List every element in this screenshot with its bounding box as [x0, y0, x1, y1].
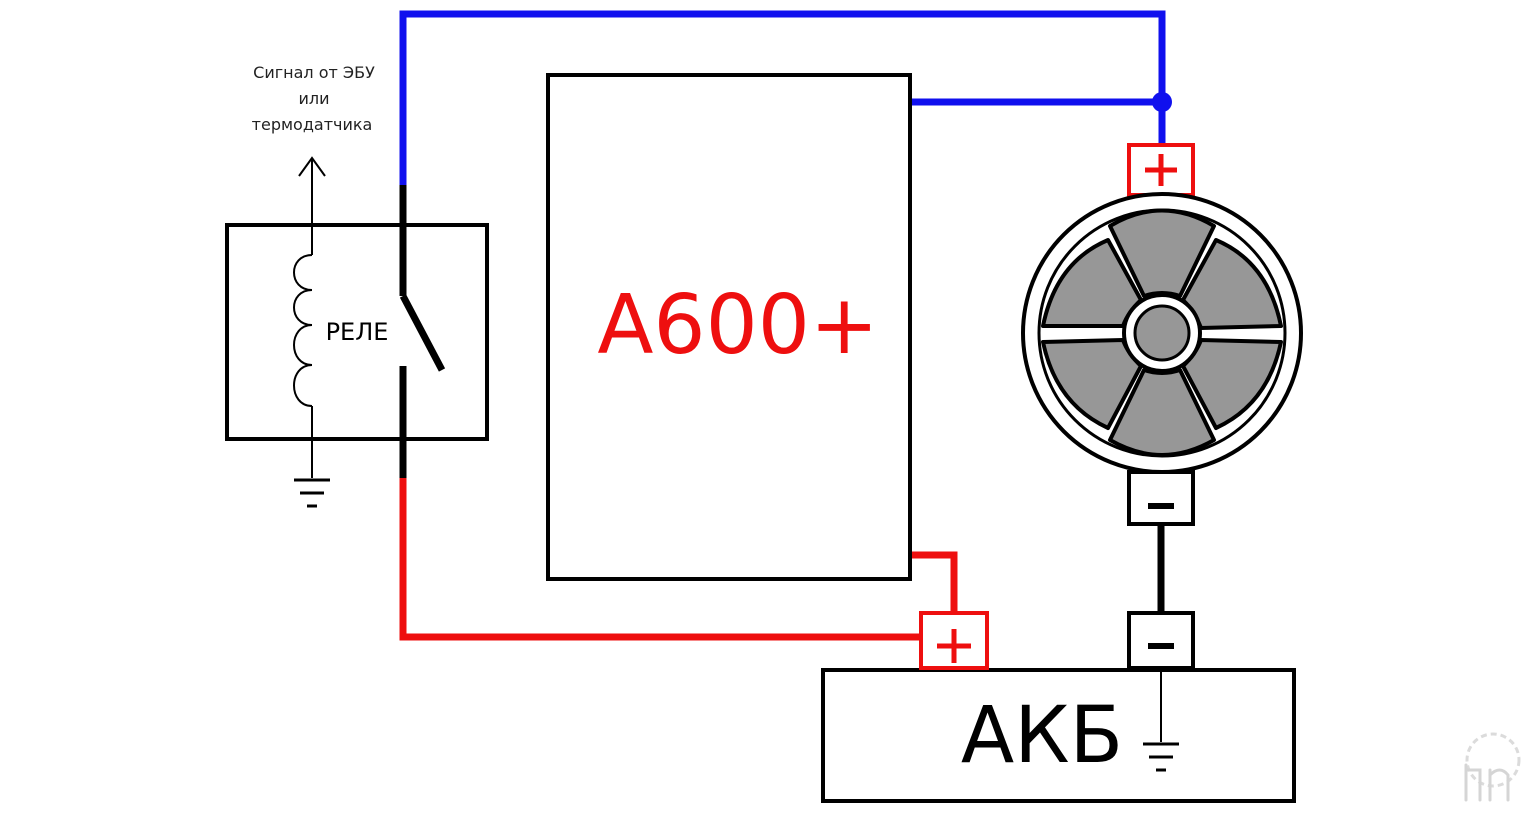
a600-label: A600+	[597, 278, 878, 373]
battery-label: АКБ	[961, 691, 1123, 781]
red-wire-a600-to-battery	[907, 551, 958, 617]
wire-junction-dot	[1152, 92, 1172, 112]
relay-label: РЕЛЕ	[326, 318, 389, 346]
battery-box	[821, 668, 1296, 803]
relay-box	[225, 223, 489, 441]
blue-wire-relay-to-fan	[399, 10, 1166, 189]
ground-icon	[1143, 742, 1179, 772]
site-logo	[1464, 732, 1521, 802]
red-wire-relay-to-battery	[399, 474, 926, 641]
signal-label-line3: термодатчика	[252, 115, 373, 134]
signal-arrow-head	[298, 156, 326, 177]
fan-icon	[1021, 192, 1303, 474]
fan-negative-terminal	[1127, 470, 1195, 526]
battery-negative-terminal	[1127, 611, 1195, 670]
relay-switch-blade	[399, 294, 446, 372]
signal-label-line2: или	[298, 89, 329, 108]
signal-label-line1: Сигнал от ЭБУ	[253, 63, 375, 82]
ground-icon	[294, 478, 330, 508]
a600-device-box	[546, 73, 912, 581]
relay-coil	[293, 254, 313, 407]
